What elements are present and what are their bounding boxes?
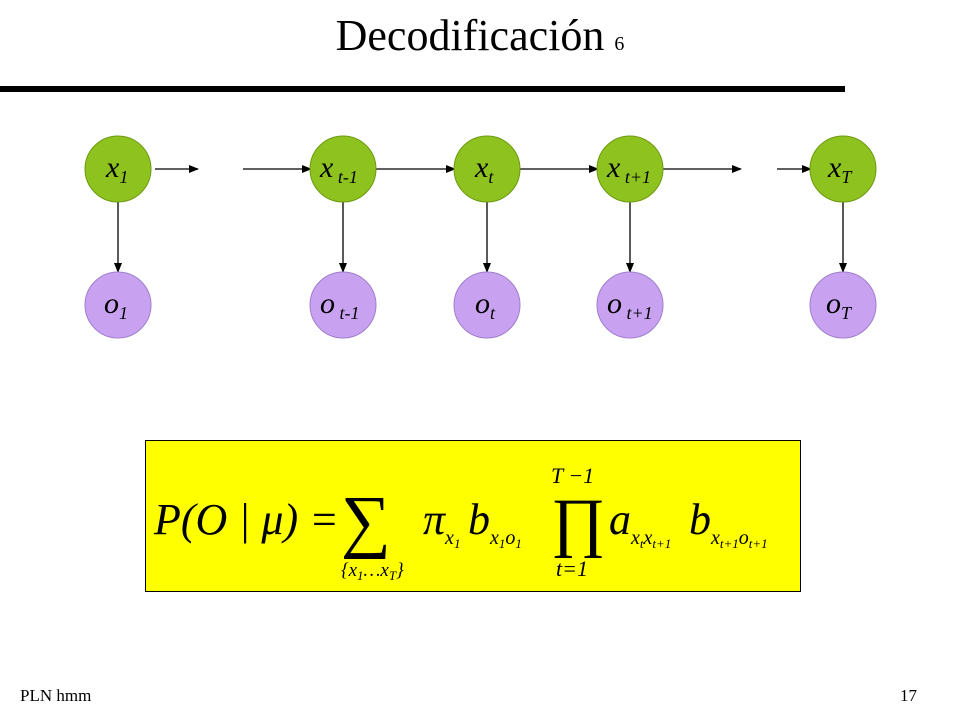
state-node-xt: xt: [453, 135, 521, 203]
b-term-1: bx1o1: [468, 495, 522, 551]
state-node-xt-1: x t-1: [309, 135, 377, 203]
state-node-xT: xT: [809, 135, 877, 203]
sum-lower-limit: {x1…xT}: [341, 560, 404, 583]
formula-equation: P(O | μ) = ∑ {x1…xT} πx1 bx1o1 T −1 ∏ t=…: [153, 463, 768, 583]
prod-lower-limit: t=1: [556, 556, 588, 581]
prod-upper-limit: T −1: [551, 463, 594, 488]
svg-text:o t+1: o t+1: [607, 287, 653, 323]
prod-symbol: ∏: [551, 486, 605, 559]
title-underline: [0, 86, 845, 92]
sum-symbol: ∑: [341, 483, 391, 560]
svg-text:ot: ot: [475, 287, 496, 323]
a-term: axtxt+1: [609, 495, 671, 551]
obs-node-o1: o1: [84, 271, 152, 339]
b-term-2: bxt+1ot+1: [689, 495, 768, 551]
formula-box: P(O | μ) = ∑ {x1…xT} πx1 bx1o1 T −1 ∏ t=…: [145, 440, 801, 592]
svg-text:x t-1: x t-1: [319, 151, 358, 187]
obs-node-oT: oT: [809, 271, 877, 339]
obs-node-ot: ot: [453, 271, 521, 339]
state-node-xt+1: x t+1: [596, 135, 664, 203]
svg-text:xT: xT: [827, 151, 853, 187]
obs-node-ot+1: o t+1: [596, 271, 664, 339]
title-text: Decodificación: [335, 11, 605, 60]
state-node-x1: x1: [84, 135, 152, 203]
svg-text:o1: o1: [104, 287, 128, 323]
obs-node-ot-1: o t-1: [309, 271, 377, 339]
svg-text:x1: x1: [105, 151, 128, 187]
title-number: 6: [614, 33, 625, 55]
slide-title: Decodificación 6: [0, 6, 960, 74]
pi-term: πx1: [423, 495, 460, 551]
svg-text:o t-1: o t-1: [320, 287, 360, 323]
formula-lhs: P(O | μ) =: [153, 495, 339, 544]
svg-text:xt: xt: [474, 151, 494, 187]
svg-text:oT: oT: [826, 287, 853, 323]
svg-text:x t+1: x t+1: [606, 151, 651, 187]
footer-course: PLN hmm: [20, 686, 92, 705]
footer-page-number: 17: [900, 686, 917, 705]
